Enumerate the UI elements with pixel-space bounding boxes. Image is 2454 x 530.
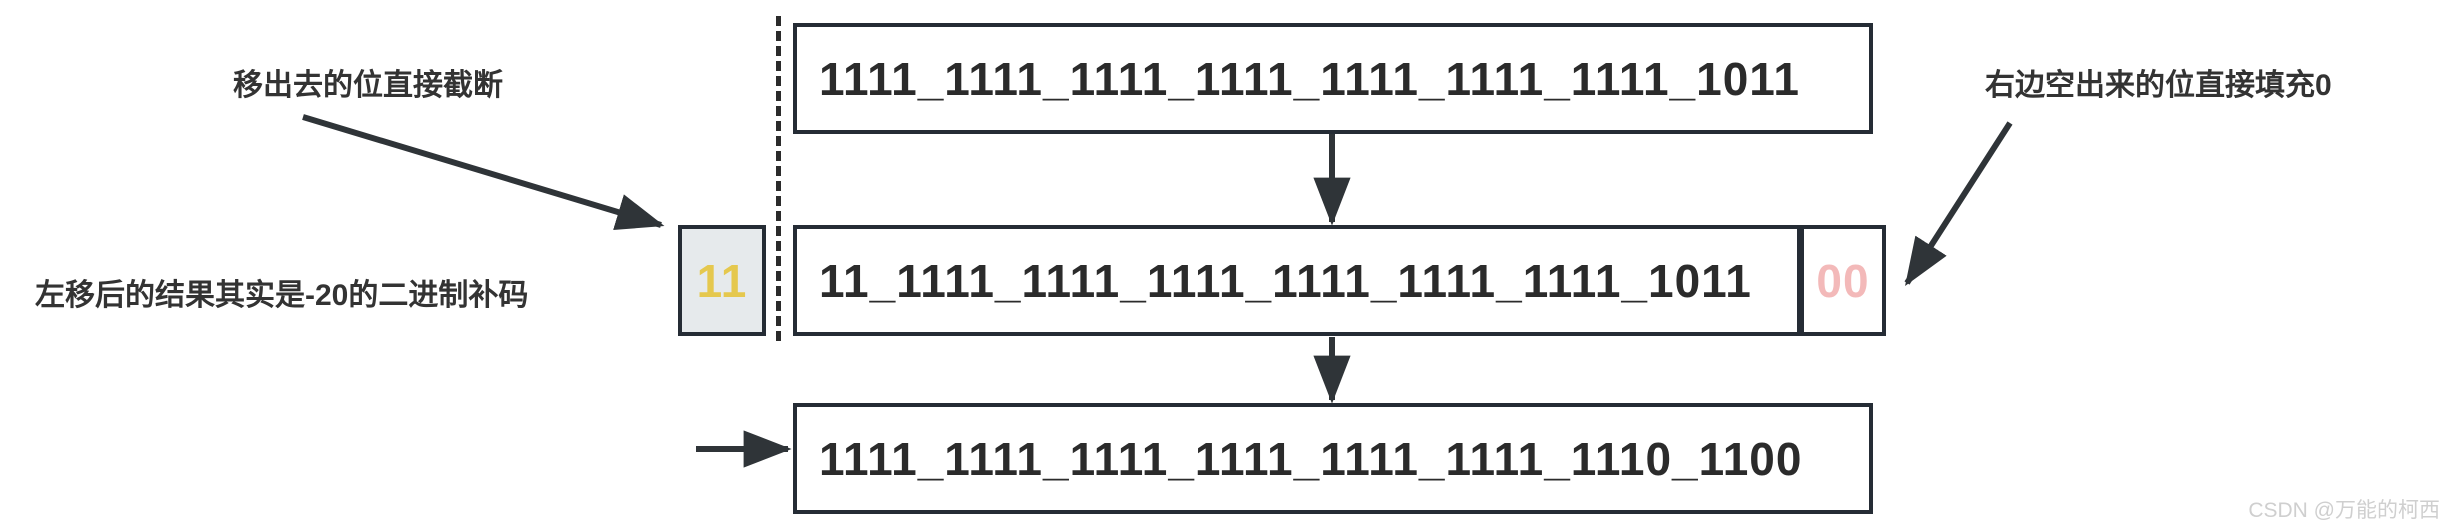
zero-filled-bits-value: 00 — [1816, 254, 1870, 307]
truncated-bits-value: 11 — [696, 254, 748, 307]
original-value-box: 1111_1111_1111_1111_1111_1111_1111_1011 — [793, 23, 1873, 134]
original-value-bits: 1111_1111_1111_1111_1111_1111_1111_1011 — [819, 52, 1800, 105]
watermark: CSDN @万能的柯西 — [2248, 499, 2440, 522]
note-truncated-bits: 移出去的位直接截断 — [233, 69, 503, 102]
truncated-bits-box: 11 — [678, 225, 766, 336]
result-value-bits: 1111_1111_1111_1111_1111_1111_1110_1100 — [819, 432, 1803, 485]
shifted-value-box: 11_1111_1111_1111_1111_1111_1111_1011 — [793, 225, 1801, 336]
note-result-explanation: 左移后的结果其实是-20的二进制补码 — [35, 279, 529, 312]
arrow-note-right-to-fill — [1904, 121, 2013, 287]
note-zero-fill: 右边空出来的位直接填充0 — [1985, 69, 2332, 102]
shifted-value-bits: 11_1111_1111_1111_1111_1111_1111_1011 — [819, 254, 1752, 307]
arrow-note-left-to-truncated — [302, 114, 665, 230]
zero-filled-bits-box: 00 — [1800, 225, 1886, 336]
result-value-box: 1111_1111_1111_1111_1111_1111_1110_1100 — [793, 403, 1873, 514]
bit-boundary-dashed-line — [776, 16, 781, 341]
